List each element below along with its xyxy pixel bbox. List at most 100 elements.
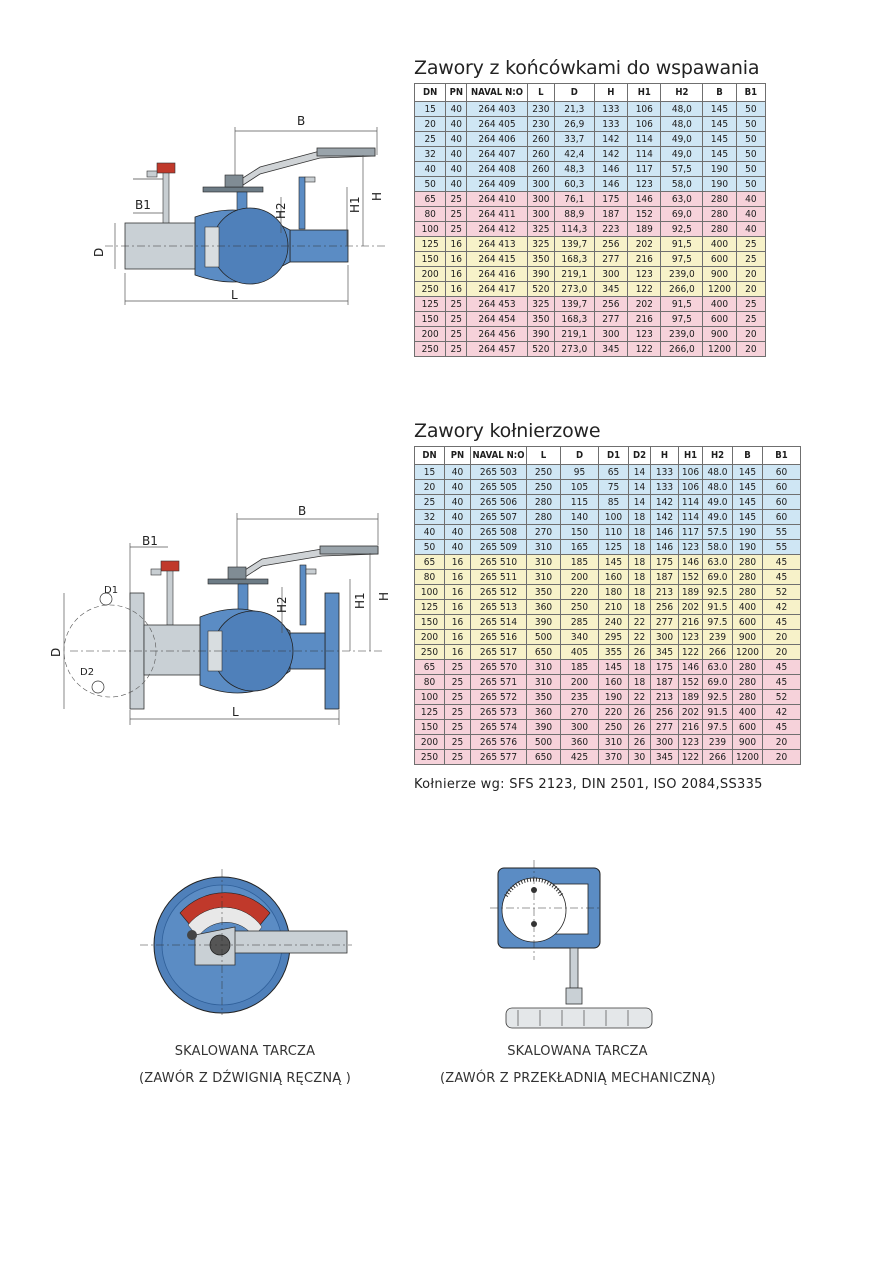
table-cell: 187: [650, 569, 679, 585]
table-cell: 345: [650, 749, 679, 765]
table-cell: 264 411: [466, 206, 528, 222]
table-cell: 146: [627, 191, 662, 207]
table-cell: 300: [560, 719, 599, 735]
table-cell: 18: [628, 659, 651, 675]
weld-valves-title: Zawory z końcówkami do wspawania: [414, 57, 760, 79]
table-cell: 20: [762, 629, 801, 645]
table-cell: 189: [678, 689, 703, 705]
column-header: B1: [762, 446, 801, 465]
table-cell: 25: [444, 734, 471, 750]
table-cell: 265 516: [470, 629, 527, 645]
table-cell: 266,0: [660, 341, 704, 357]
table-cell: 256: [650, 599, 679, 615]
table-cell: 26: [628, 704, 651, 720]
table-cell: 265 507: [470, 509, 527, 525]
table-cell: 45: [762, 554, 801, 570]
table-cell: 264 406: [466, 131, 528, 147]
table-cell: 280: [702, 206, 737, 222]
table-cell: 40: [445, 161, 468, 177]
dim-l-label: L: [231, 288, 238, 302]
table-cell: 40: [735, 206, 767, 222]
table-cell: 122: [627, 341, 662, 357]
table-cell: 1200: [732, 749, 763, 765]
table-cell: 273,0: [553, 281, 595, 297]
table-cell: 114: [678, 494, 703, 510]
table-cell: 50: [735, 116, 767, 132]
table-cell: 264 409: [466, 176, 528, 192]
column-header: H1: [627, 83, 662, 102]
table-cell: 405: [560, 644, 599, 660]
table-cell: 180: [598, 584, 629, 600]
table-cell: 300: [650, 629, 679, 645]
table-cell: 390: [526, 614, 561, 630]
table-cell: 310: [526, 554, 561, 570]
table-cell: 350: [526, 311, 555, 327]
table-cell: 63.0: [702, 659, 733, 675]
table-cell: 202: [627, 236, 662, 252]
table-cell: 15: [413, 101, 447, 117]
table-cell: 117: [678, 524, 703, 540]
table-cell: 264 415: [466, 251, 528, 267]
table-cell: 97,5: [660, 251, 704, 267]
table-cell: 40: [444, 494, 471, 510]
table-cell: 175: [650, 554, 679, 570]
table-cell: 45: [762, 569, 801, 585]
table-cell: 260: [526, 131, 555, 147]
dim-d-label: D: [92, 248, 106, 257]
table-cell: 26: [628, 644, 651, 660]
table-cell: 123: [678, 734, 703, 750]
dim-h1-label: H1: [353, 592, 367, 609]
table-cell: 33,7: [553, 131, 595, 147]
table-cell: 100: [413, 221, 447, 237]
table-cell: 69,0: [660, 206, 704, 222]
table-cell: 280: [702, 221, 737, 237]
table-cell: 260: [526, 161, 555, 177]
table-cell: 256: [650, 704, 679, 720]
dim-h1-label: H1: [348, 196, 362, 213]
table-cell: 264 454: [466, 311, 528, 327]
table-cell: 14: [628, 464, 651, 480]
table-cell: 20: [735, 326, 767, 342]
table-cell: 97.5: [702, 719, 733, 735]
table-cell: 106: [678, 479, 703, 495]
table-cell: 91.5: [702, 704, 733, 720]
table-cell: 50: [735, 176, 767, 192]
table-cell: 48.0: [702, 479, 733, 495]
table-cell: 265 574: [470, 719, 527, 735]
table-cell: 650: [526, 749, 561, 765]
caption-gear-line1: SKALOWANA TARCZA: [507, 1044, 648, 1059]
table-cell: 65: [598, 464, 629, 480]
column-header: DN: [414, 446, 445, 465]
table-cell: 91.5: [702, 599, 733, 615]
table-cell: 50: [735, 146, 767, 162]
table-cell: 370: [598, 749, 629, 765]
table-cell: 40: [444, 524, 471, 540]
table-cell: 22: [628, 689, 651, 705]
column-header: PN: [444, 446, 471, 465]
table-cell: 18: [628, 569, 651, 585]
table-cell: 360: [560, 734, 599, 750]
dim-h2-label: H2: [275, 596, 289, 613]
table-cell: 265 512: [470, 584, 527, 600]
table-cell: 25: [444, 719, 471, 735]
table-cell: 219,1: [553, 326, 595, 342]
table-cell: 42: [762, 599, 801, 615]
table-cell: 25: [735, 236, 767, 252]
table-cell: 117: [627, 161, 662, 177]
table-cell: 165: [560, 539, 599, 555]
table-cell: 239: [702, 734, 733, 750]
table-cell: 57.5: [702, 524, 733, 540]
table-cell: 91,5: [660, 236, 704, 252]
table-cell: 58,0: [660, 176, 704, 192]
table-cell: 85: [598, 494, 629, 510]
table-cell: 40: [444, 479, 471, 495]
table-cell: 175: [593, 191, 629, 207]
dim-h2-label: H2: [274, 202, 288, 219]
flange-valves-title: Zawory kołnierzowe: [414, 420, 601, 442]
